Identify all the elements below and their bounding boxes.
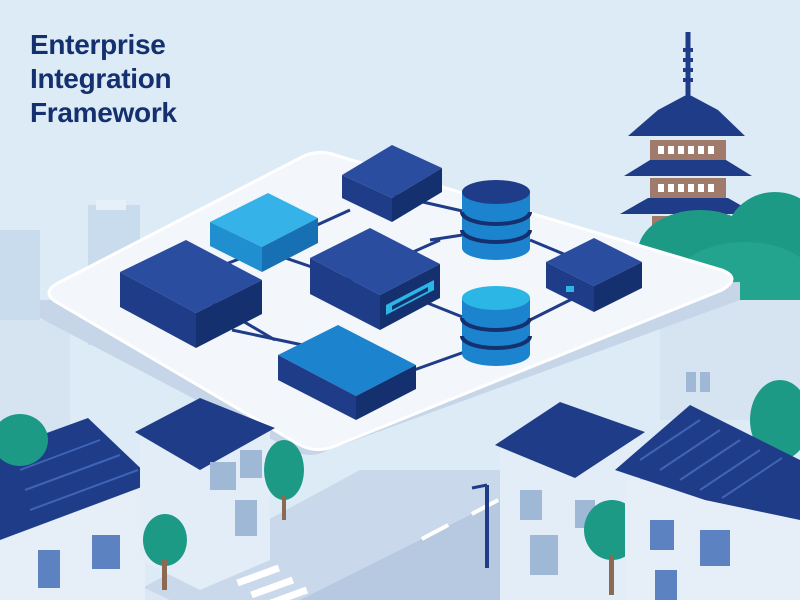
server-icon bbox=[310, 228, 440, 330]
street-lamp-icon bbox=[471, 483, 489, 568]
title-line: Framework bbox=[30, 97, 177, 128]
page-title: Enterprise Integration Framework bbox=[30, 28, 177, 130]
server-icon bbox=[278, 325, 416, 420]
title-line: Integration bbox=[30, 63, 172, 94]
tree-icon bbox=[0, 414, 304, 590]
server-icon bbox=[342, 145, 442, 222]
database-icon bbox=[460, 286, 532, 366]
server-icon bbox=[120, 240, 262, 348]
server-icon bbox=[210, 193, 318, 272]
server-icon bbox=[546, 238, 642, 312]
database-icon bbox=[460, 180, 532, 260]
house-icon bbox=[615, 405, 800, 600]
title-line: Enterprise bbox=[30, 29, 166, 60]
house-icon bbox=[495, 402, 645, 600]
house-icon bbox=[135, 398, 275, 590]
